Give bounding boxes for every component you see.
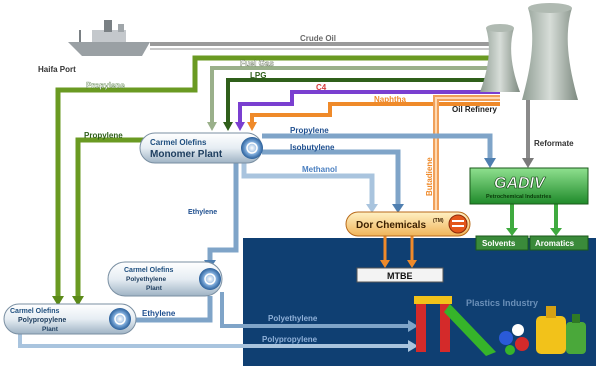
toy-balls-icon <box>499 324 529 355</box>
polypropylene-plant-label-3: Plant <box>42 326 59 333</box>
dor-chemicals-plant <box>345 211 471 237</box>
isobutylene-line <box>262 149 404 213</box>
naphtha-line <box>247 102 500 131</box>
polyethylene-swirl-icon <box>199 268 221 290</box>
isobutylene-label: Isobutylene <box>290 143 335 152</box>
refinery-label: Oil Refinery <box>452 105 497 114</box>
dor-chemicals-label: Dor Chemicals <box>356 220 426 231</box>
crude-oil-line <box>150 42 500 50</box>
polypropylene-line <box>18 330 418 352</box>
reformate-line <box>522 100 534 168</box>
c4-label: C4 <box>316 83 327 92</box>
solvents-box <box>475 235 529 251</box>
polyethylene-line <box>220 292 418 332</box>
propylene-line-top <box>52 55 500 306</box>
monomer-swirl-icon <box>241 137 263 159</box>
crude-oil-label: Crude Oil <box>300 34 336 43</box>
polypropylene-plant-label-1: Carmel Olefins <box>10 308 60 315</box>
methanol-line <box>241 162 378 213</box>
ethylene-vertical-label: Ethylene <box>188 209 217 216</box>
dor-chemicals-mark: (TM) <box>433 218 444 224</box>
polyethylene-plant-label-1: Carmel Olefins <box>124 267 174 274</box>
propylene-mid-label: Propylene <box>84 131 123 140</box>
jerrycan-icon <box>536 306 586 354</box>
polyethylene-plant <box>107 261 223 297</box>
gadiv-subtitle: Petrochemical Industries <box>486 194 551 200</box>
c4-line <box>235 90 500 131</box>
monomer-plant-label-1: Carmel Olefins <box>150 138 207 147</box>
fuel-gas-label: Fuel Gas <box>240 59 274 68</box>
propylene-line-mid <box>72 137 155 306</box>
ship-icon <box>68 20 150 56</box>
aromatics-box <box>529 235 589 251</box>
reformate-label: Reformate <box>534 139 574 148</box>
propylene-right-label: Propylene <box>290 126 329 135</box>
polyethylene-plant-label-2: Polyethylene <box>126 276 166 283</box>
mtbe-box <box>356 267 444 283</box>
propylene-top-label: Propylene <box>86 81 125 90</box>
polypropylene-swirl-icon <box>109 308 131 330</box>
polyethylene-plant-label-3: Plant <box>146 285 163 292</box>
gadiv-box <box>469 167 589 205</box>
polypropylene-label: Polypropylene <box>262 335 318 344</box>
dor-logo-icon <box>448 214 468 234</box>
butadiene-line <box>433 95 500 210</box>
butadiene-label: Butadiene <box>425 157 434 196</box>
port-label: Haifa Port <box>38 65 76 74</box>
monomer-plant <box>139 132 263 164</box>
ethylene-horizontal-label: Ethylene <box>142 309 176 318</box>
plastics-industry-label: Plastics Industry <box>466 298 538 308</box>
polypropylene-plant-label-2: Polypropylene <box>18 317 66 324</box>
solvents-label: Solvents <box>482 239 516 248</box>
naphtha-label: Naphtha <box>374 95 407 104</box>
mtbe-label: MTBE <box>387 271 413 281</box>
dor-to-mtbe-arrows <box>380 236 417 268</box>
lpg-label: LPG <box>250 71 266 80</box>
monomer-plant-label-2: Monomer Plant <box>150 149 223 160</box>
propylene-to-gadiv-line <box>262 133 496 168</box>
refinery-icon <box>480 3 578 100</box>
methanol-label: Methanol <box>302 165 337 174</box>
polypropylene-plant <box>3 303 137 335</box>
polyethylene-label: Polyethylene <box>268 314 318 323</box>
gadiv-output-arrows <box>506 204 562 236</box>
aromatics-label: Aromatics <box>535 239 575 248</box>
playground-slide-icon <box>414 296 496 356</box>
fuel-gas-line <box>207 66 500 131</box>
lpg-line <box>223 78 500 131</box>
gadiv-logo: GADIV <box>494 175 546 192</box>
